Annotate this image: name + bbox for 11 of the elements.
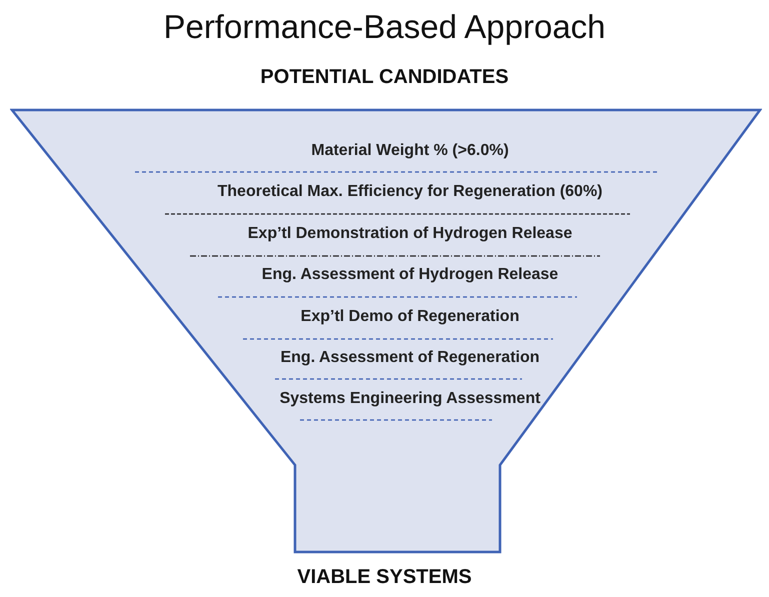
- criterion-text: Eng. Assessment of Regeneration: [280, 349, 540, 367]
- section-heading: POTENTIAL CANDIDATES: [259, 66, 510, 89]
- criterion-text: Systems Engineering Assessment: [280, 390, 540, 408]
- funnel: [10, 108, 762, 554]
- criterion-text: Material Weight % (>6.0%): [311, 142, 509, 160]
- criterion-text: Eng. Assessment of Hydrogen Release: [262, 266, 558, 284]
- criterion-text: Theoretical Max. Efficiency for Regeneration (60%): [218, 183, 602, 201]
- title: Performance-Based Approach: [162, 8, 607, 46]
- section-heading: VIABLE SYSTEMS: [296, 566, 473, 589]
- criterion-text: Exp’tl Demonstration of Hydrogen Release: [248, 225, 572, 243]
- criterion-text: Exp’tl Demo of Regeneration: [300, 308, 520, 326]
